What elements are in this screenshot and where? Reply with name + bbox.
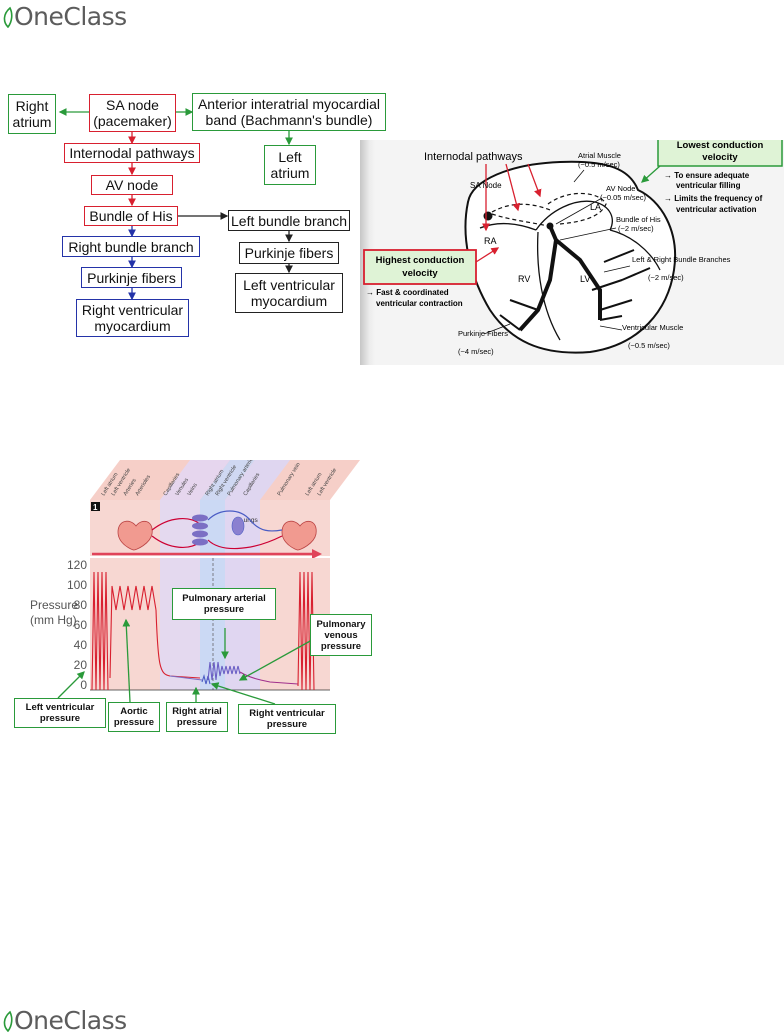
highest-conduction-title-1: Highest conduction xyxy=(376,255,465,266)
left-purkinje-fibers-box: Purkinje fibers xyxy=(239,242,339,264)
av-node-speed: (~0.05 m/sec) xyxy=(600,193,647,202)
lowest-point-2b: ventricular activation xyxy=(676,205,757,214)
internodal-pathways-label: Internodal pathways xyxy=(424,151,523,163)
pulmonary-arterial-pressure-label: Pulmonary arterial pressure xyxy=(172,588,276,620)
bundle-branches-label: Left & Right Bundle Branches xyxy=(632,255,731,264)
lowest-conduction-title-2: velocity xyxy=(702,152,738,163)
rv-label: RV xyxy=(518,274,530,284)
y-tick: 120 xyxy=(67,558,88,572)
logo-text: OneClass xyxy=(14,1006,127,1035)
highest-point-a: → Fast & coordinated xyxy=(366,288,449,297)
ra-label: RA xyxy=(484,236,497,246)
header-logo: OneClass xyxy=(2,2,127,31)
logo-text: OneClass xyxy=(14,2,127,31)
pulmonary-venous-pressure-label: Pulmonary venous pressure xyxy=(310,614,372,656)
right-ventricular-myocardium-box: Right ventricular myocardium xyxy=(76,299,189,337)
la-label: LA xyxy=(590,202,601,212)
right-bundle-branch-box: Right bundle branch xyxy=(62,236,200,257)
y-tick: 100 xyxy=(67,578,88,592)
right-ventricular-pressure-label: Right ventricular pressure xyxy=(238,704,336,734)
atrial-muscle-label: Atrial Muscle xyxy=(578,151,621,160)
ventricular-muscle-speed: (~0.5 m/sec) xyxy=(628,341,670,350)
bundle-of-his-box: Bundle of His xyxy=(84,206,178,226)
bundle-of-his-speed: (~2 m/sec) xyxy=(618,224,654,233)
lv-label: LV xyxy=(580,274,590,284)
right-atrial-pressure-label: Right atrial pressure xyxy=(166,702,228,732)
y-tick: 60 xyxy=(73,618,87,632)
bundle-branches-speed: (~2 m/sec) xyxy=(648,273,684,282)
highest-conduction-title-2: velocity xyxy=(402,268,438,279)
av-node-box: AV node xyxy=(91,175,173,195)
ventricular-muscle-label: Ventricular Muscle xyxy=(622,323,683,332)
bundle-of-his-label: Bundle of His xyxy=(616,215,661,224)
sa-node-box: SA node (pacemaker) xyxy=(89,94,176,132)
sa-node-label: SA Node xyxy=(470,181,502,190)
purkinje-label: Purkinje Fibers xyxy=(458,329,508,338)
y-axis-title: Pressure (mm Hg) xyxy=(30,598,79,627)
lungs-label: Lungs xyxy=(240,517,258,524)
logo-leaf-icon xyxy=(3,1010,13,1032)
pressure-annotation-arrows xyxy=(57,618,313,705)
lowest-conduction-title-1: Lowest conduction xyxy=(677,140,764,151)
logo-leaf-icon xyxy=(3,6,13,28)
aortic-pressure-label: Aortic pressure xyxy=(108,702,160,732)
footer-logo: OneClass xyxy=(2,1006,127,1035)
highest-point-b: ventricular contraction xyxy=(376,299,463,308)
left-atrium-box: Left atrium xyxy=(264,145,316,185)
lowest-point-2a: → Limits the frequency of xyxy=(664,194,763,203)
right-atrium-box: Right atrium xyxy=(8,94,56,134)
y-tick: 20 xyxy=(73,658,87,672)
atrial-muscle-speed: (~0.5 m/sec) xyxy=(578,160,620,169)
flowchart-arrows xyxy=(58,108,293,301)
y-tick: 40 xyxy=(73,638,87,652)
left-ventricular-pressure-label: Left ventricular pressure xyxy=(14,698,106,728)
purkinje-speed: (~4 m/sec) xyxy=(458,347,494,356)
y-axis-ticks: 120 100 80 60 40 20 0 xyxy=(67,558,87,698)
left-bundle-branch-box: Left bundle branch xyxy=(228,210,350,231)
y-tick: 0 xyxy=(80,678,87,692)
panel-number: 1 xyxy=(93,503,98,512)
y-tick: 80 xyxy=(73,598,87,612)
internodal-pathways-box: Internodal pathways xyxy=(64,143,200,163)
right-purkinje-fibers-box: Purkinje fibers xyxy=(81,267,182,288)
lowest-point-1b: ventricular filling xyxy=(676,181,741,190)
left-ventricular-myocardium-box: Left ventricular myocardium xyxy=(235,273,343,313)
heart-conduction-diagram: Internodal pathways SA Node LA RA RV LV … xyxy=(360,140,784,365)
av-node-label: AV Node xyxy=(606,184,635,193)
pressure-figure: Left atrium Left ventricle Arteries Arte… xyxy=(90,460,360,691)
lowest-point-1a: → To ensure adequate xyxy=(664,171,750,180)
bachmann-bundle-box: Anterior interatrial myocardial band (Ba… xyxy=(192,93,386,131)
